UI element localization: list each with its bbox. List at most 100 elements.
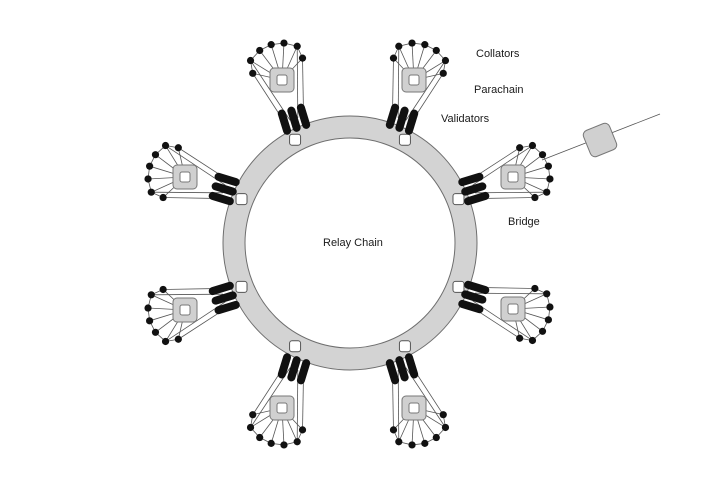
validator-node (277, 353, 292, 379)
collator-node (144, 304, 152, 312)
collator-node (546, 175, 554, 183)
validator-node (287, 356, 301, 382)
parachain-block-core (179, 171, 191, 183)
relay-slot (398, 133, 411, 146)
validator-node (211, 182, 237, 196)
collator-node (421, 41, 429, 49)
collator-node (161, 141, 170, 150)
validators-label: Validators (441, 113, 490, 125)
collator-node (256, 433, 264, 442)
validator-node (461, 182, 487, 196)
collator-node (528, 141, 537, 150)
parachain-block-core (276, 74, 288, 86)
parachain-block-core (507, 171, 519, 183)
collator-node (267, 41, 275, 49)
validator-node (385, 103, 400, 129)
parachain-block-core (179, 304, 191, 316)
parachain-block-core (507, 303, 519, 315)
relay-slot (289, 133, 302, 146)
collator-node (280, 39, 288, 47)
collator-node (144, 175, 152, 183)
collator-node (441, 423, 450, 432)
collator-node (528, 336, 537, 345)
bridge-block (582, 122, 618, 158)
collator-node (544, 162, 552, 170)
collator-node (246, 423, 255, 432)
collator-node (174, 144, 182, 152)
relay-chain-ring (223, 116, 477, 370)
collator-node (147, 291, 155, 299)
collator-node (246, 56, 255, 65)
validator-node (214, 172, 240, 187)
parachain-block-core (408, 74, 420, 86)
relay-slot (452, 280, 465, 293)
relay-slot (452, 193, 465, 206)
collator-node (151, 328, 160, 336)
validator-node (461, 290, 487, 304)
collator-node (439, 69, 447, 77)
collator-node (293, 42, 301, 50)
collator-node (543, 290, 551, 298)
collator-node (516, 334, 524, 342)
collator-node (531, 193, 539, 202)
relay-chain-label: Relay Chain (323, 237, 383, 249)
collator-node (439, 411, 447, 419)
collator-node (147, 188, 155, 196)
validator-node (211, 291, 237, 305)
relay-slot (235, 193, 248, 206)
parachain-label: Parachain (474, 84, 524, 96)
collator-node (146, 162, 154, 170)
collator-node (256, 46, 264, 55)
parachain-block-core (276, 402, 288, 414)
collator-node (249, 69, 257, 77)
collator-node (389, 426, 398, 434)
collator-node (161, 337, 170, 346)
collator-node (538, 327, 547, 335)
collator-node (395, 42, 403, 50)
collator-node (249, 411, 257, 419)
validator-node (277, 109, 292, 135)
collator-node (174, 335, 182, 343)
bridge-label: Bridge (508, 216, 540, 228)
collator-node (432, 46, 440, 55)
collator-node (298, 54, 307, 62)
validator-node (296, 359, 311, 385)
validator-node (404, 109, 419, 135)
relay-slot (398, 340, 411, 353)
collator-node (267, 439, 275, 447)
collator-node (408, 441, 416, 449)
collator-node (543, 188, 551, 196)
collator-node (395, 438, 403, 446)
collator-node (408, 39, 416, 47)
relay-chain-outer-edge (222, 115, 478, 371)
relay-slot (235, 280, 248, 293)
collator-node (159, 285, 167, 294)
collator-node (151, 151, 160, 159)
collator-node (146, 317, 154, 325)
validator-node (208, 191, 234, 206)
validator-node (395, 356, 409, 382)
collator-node (538, 151, 547, 159)
collator-node (546, 303, 554, 311)
validator-node (287, 106, 301, 132)
validator-node (395, 106, 409, 132)
collator-node (432, 433, 440, 442)
collator-node (531, 284, 539, 293)
validator-node (208, 281, 234, 296)
collator-node (159, 193, 167, 202)
relay-slot (289, 340, 302, 353)
validator-node (464, 191, 490, 206)
collator-node (544, 316, 552, 324)
collator-node (280, 441, 288, 449)
collator-node (516, 144, 524, 152)
validator-node (214, 300, 240, 315)
collator-node (441, 56, 450, 65)
validator-node (385, 359, 400, 385)
validator-node (464, 280, 490, 295)
validator-node (458, 172, 484, 187)
validator-node (296, 103, 311, 129)
collator-node (298, 426, 307, 434)
collator-node (293, 438, 301, 446)
validator-node (458, 299, 484, 314)
